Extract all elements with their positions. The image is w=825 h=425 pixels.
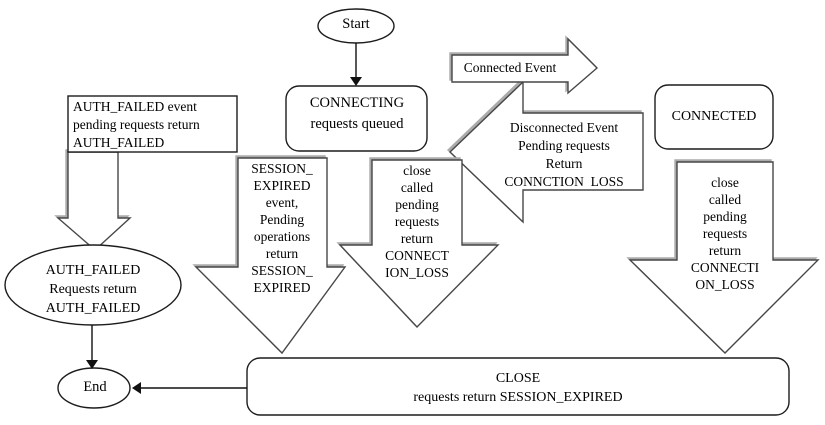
auth-failed-event-box-shape (67, 95, 238, 153)
connecting-box-shape (285, 85, 428, 152)
end-oval-shape (57, 367, 131, 409)
start-oval-shape (317, 8, 395, 44)
start-to-connecting-arrowhead-icon (350, 77, 362, 86)
authfailed-to-end-arrowhead-icon (86, 360, 98, 369)
close-to-end-arrowhead-icon (132, 382, 141, 394)
auth-failed-down-arrow-shape (56, 151, 132, 251)
connected-box-shape (654, 84, 774, 150)
connected-event-arrow-shape (451, 37, 599, 95)
close-called-mid-down-arrow-shape (338, 159, 500, 329)
session-expired-down-arrow-shape (194, 157, 347, 355)
close-called-right-down-arrow-shape (628, 161, 820, 354)
disconnected-event-arrow-shape (448, 80, 644, 224)
close-box-shape (246, 357, 790, 416)
auth-failed-state-oval-shape (4, 244, 182, 326)
